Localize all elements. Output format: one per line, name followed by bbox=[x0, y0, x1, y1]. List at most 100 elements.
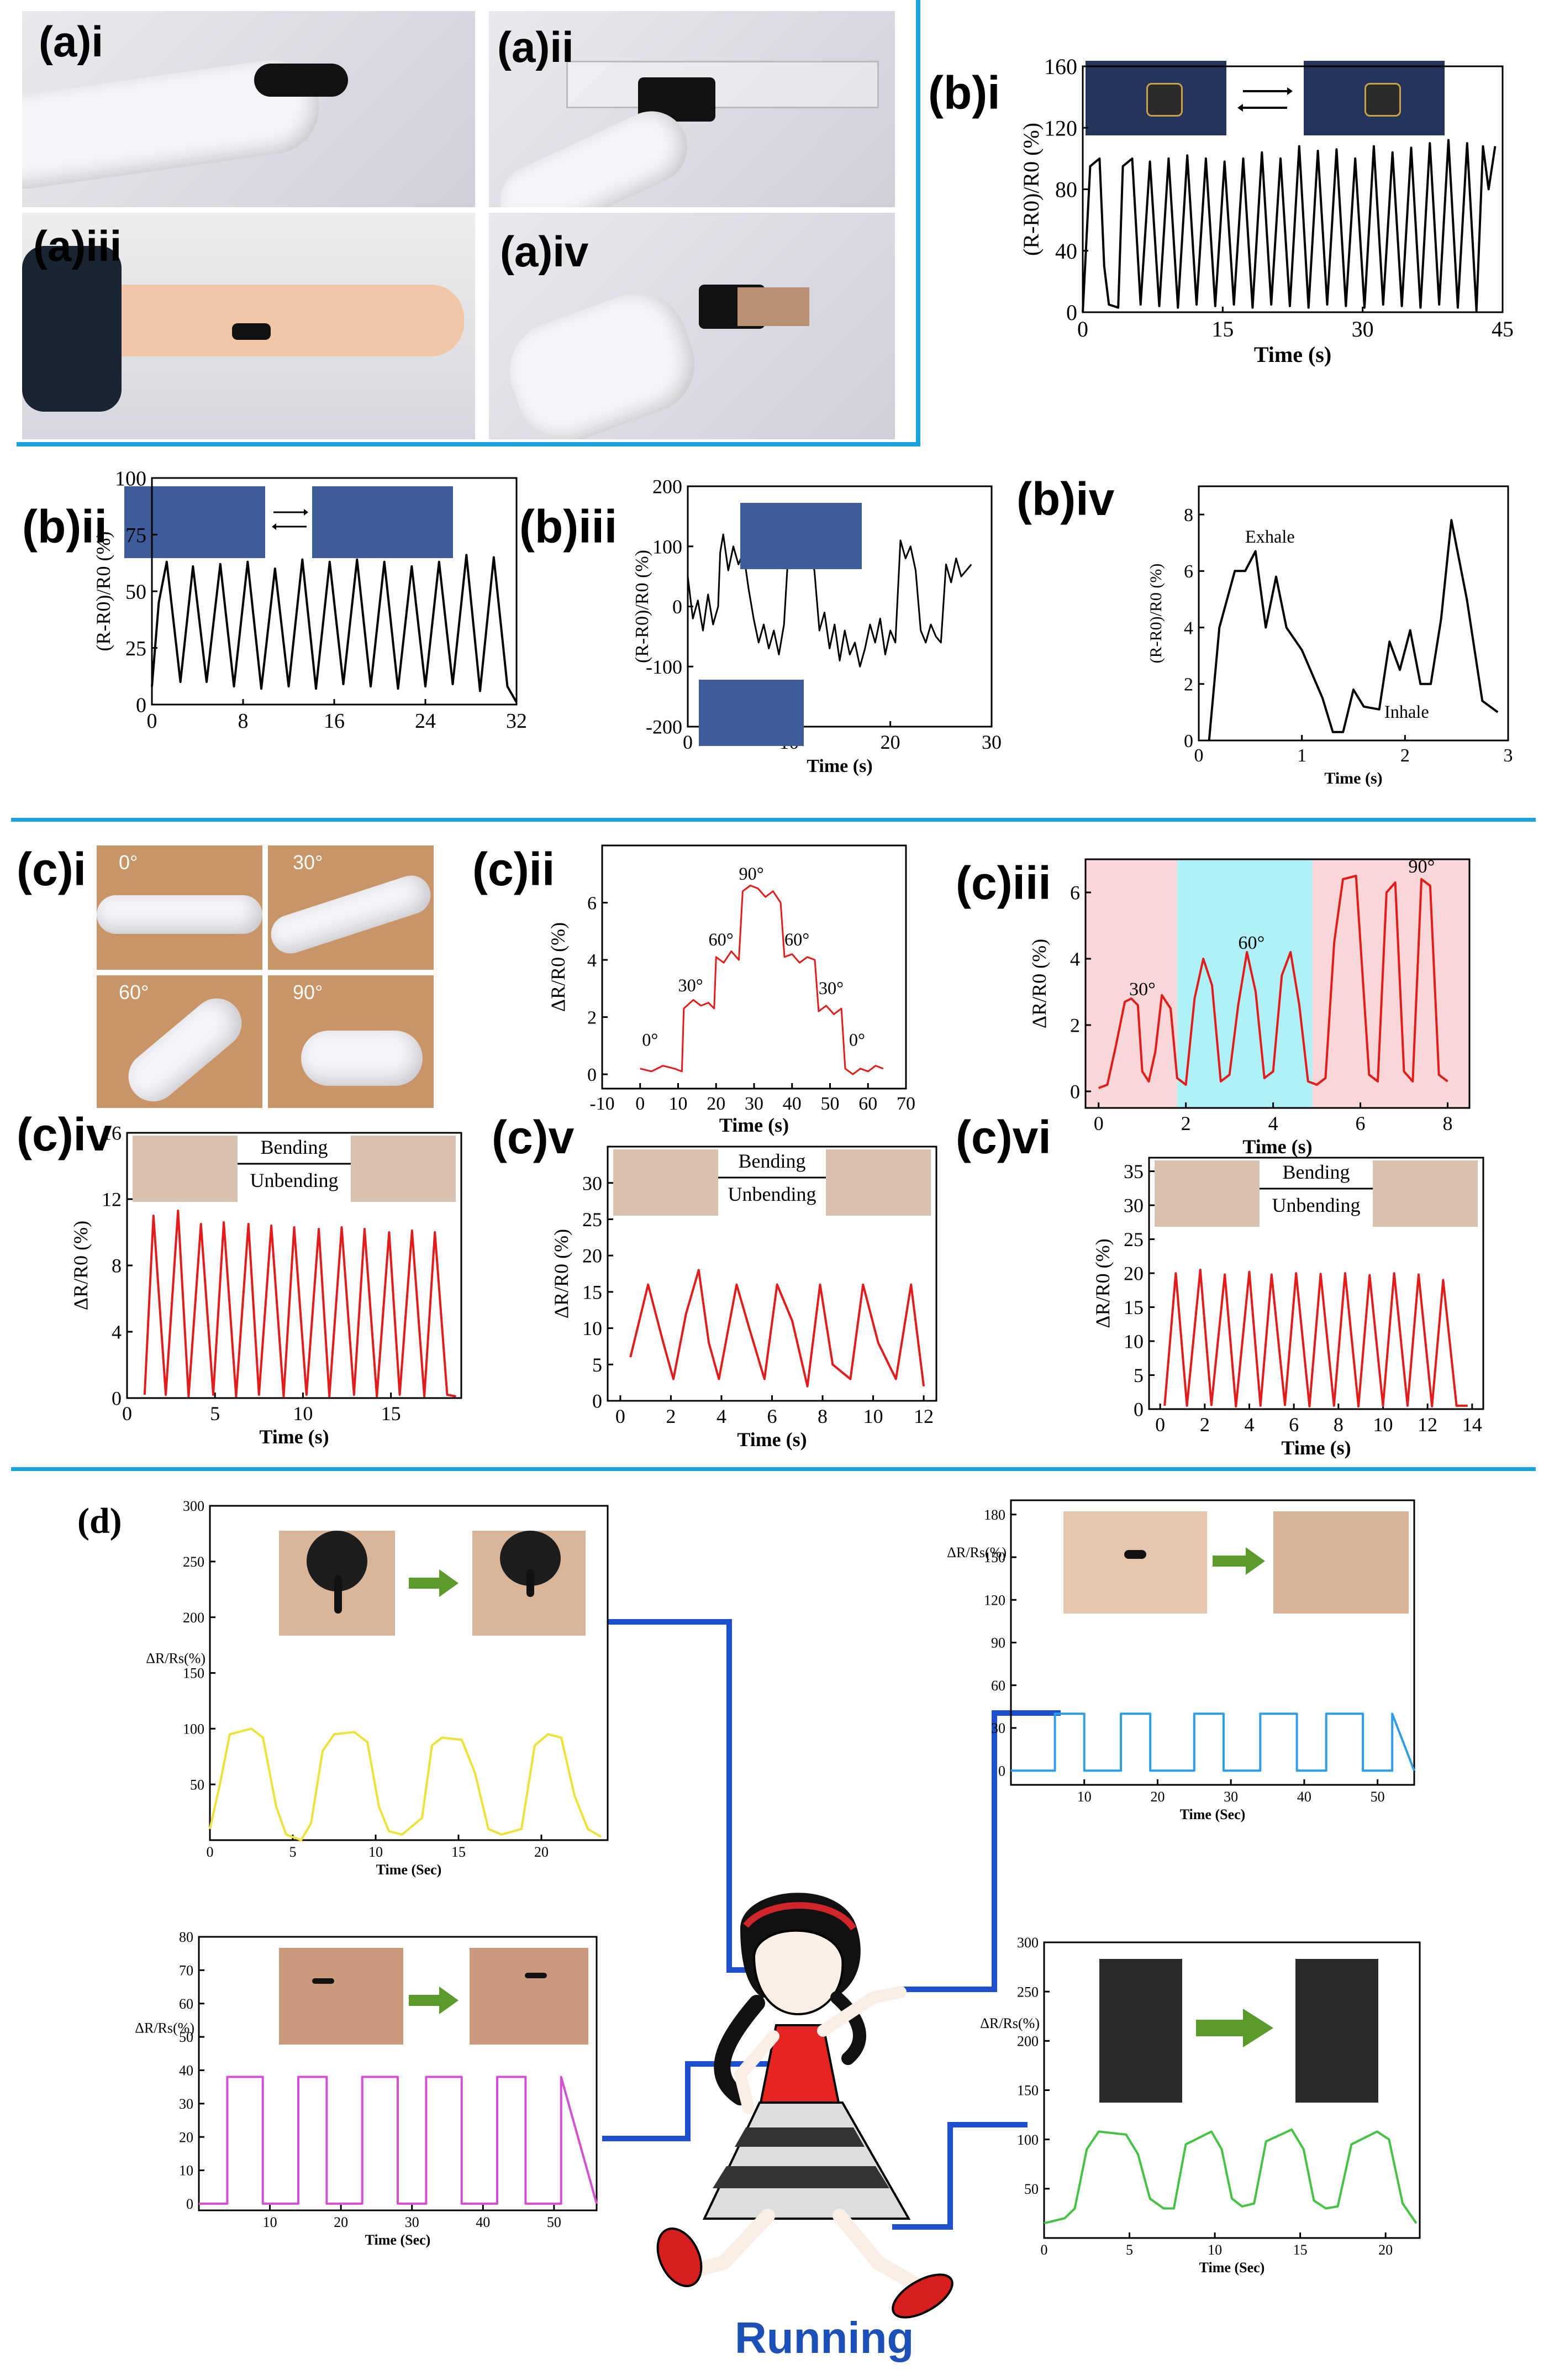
x-axis-label: Time (s) bbox=[259, 1426, 329, 1448]
x-tick-label: 20 bbox=[334, 2214, 348, 2230]
label-biii: (b)iii bbox=[519, 501, 618, 553]
x-tick-label: 20 bbox=[1378, 2242, 1393, 2258]
x-tick-label: 45 bbox=[1492, 317, 1514, 341]
label-ciii: (c)iii bbox=[956, 857, 1051, 909]
photo-d4-leg-1 bbox=[1099, 1959, 1182, 2103]
x-tick-label: 32 bbox=[506, 710, 527, 733]
x-tick-label: 10 bbox=[293, 1402, 313, 1425]
photo-d3-wrist-2 bbox=[470, 1948, 588, 2045]
x-tick-label: 2 bbox=[1400, 745, 1410, 766]
band-60deg bbox=[1177, 859, 1313, 1108]
x-axis-label: Time (Sec) bbox=[1180, 1806, 1246, 1822]
series-line bbox=[1208, 519, 1499, 741]
label-cv: (c)v bbox=[492, 1111, 575, 1163]
y-tick-label: 12 bbox=[102, 1189, 122, 1211]
x-tick-label: 5 bbox=[289, 1844, 297, 1860]
x-tick-label: 2 bbox=[666, 1405, 676, 1427]
plot-frame bbox=[1084, 858, 1471, 1109]
band-30deg bbox=[1086, 859, 1177, 1108]
y-tick-label: 0 bbox=[1070, 1081, 1080, 1103]
x-axis-label: Time (Sec) bbox=[376, 1862, 442, 1878]
y-tick-label: 0 bbox=[592, 1390, 602, 1412]
inset-biii-2 bbox=[699, 680, 804, 746]
x-tick-label: 10 bbox=[669, 1094, 688, 1114]
series-line bbox=[199, 2076, 598, 2205]
plot-frame bbox=[1148, 1157, 1484, 1410]
ci-angle-0: 0° bbox=[119, 851, 138, 874]
x-tick-label: 8 bbox=[1443, 1112, 1453, 1134]
x-axis-label: Time (s) bbox=[737, 1428, 807, 1451]
y-tick-label: 50 bbox=[1024, 2181, 1039, 2197]
separator-b-bottom bbox=[11, 818, 1536, 822]
series-line bbox=[1044, 2128, 1418, 2225]
x-tick-label: 15 bbox=[1211, 317, 1234, 341]
y-tick-label: 150 bbox=[183, 1666, 204, 1682]
label-d: (d) bbox=[77, 1501, 122, 1541]
label-biv: (b)iv bbox=[1016, 473, 1115, 525]
x-tick-label: 12 bbox=[914, 1405, 934, 1427]
y-tick-label: 20 bbox=[1124, 1263, 1144, 1285]
y-axis-label: ΔR/R0 (%) bbox=[550, 1229, 572, 1318]
annotation: 0° bbox=[642, 1029, 658, 1049]
y-tick-label: 0 bbox=[1134, 1399, 1144, 1421]
y-tick-label: 30 bbox=[991, 1720, 1005, 1736]
x-tick-label: 0 bbox=[1094, 1112, 1104, 1134]
separator-c-bottom bbox=[11, 1467, 1536, 1471]
photo-d2-arm-2 bbox=[1273, 1511, 1409, 1614]
y-tick-label: 35 bbox=[1124, 1160, 1144, 1183]
inset-bi-1 bbox=[1086, 61, 1226, 135]
annotation: 30° bbox=[1129, 979, 1156, 1000]
annotation: 0° bbox=[849, 1029, 865, 1049]
y-tick-label: -200 bbox=[646, 716, 682, 738]
y-tick-label: 0 bbox=[672, 596, 682, 618]
y-axis-label: (R-R0)/R0 (%) bbox=[92, 532, 114, 652]
annotation-unbending: Unbending bbox=[728, 1183, 816, 1205]
separator-a-right bbox=[916, 0, 920, 446]
y-tick-label: 4 bbox=[1184, 618, 1193, 638]
series-line bbox=[640, 885, 884, 1075]
inset-photo bbox=[351, 1136, 456, 1202]
inset-photo bbox=[826, 1149, 931, 1216]
y-tick-label: 0 bbox=[587, 1065, 597, 1085]
inset-photo bbox=[133, 1136, 238, 1202]
y-tick-label: 100 bbox=[1017, 2132, 1039, 2148]
series-line bbox=[629, 1269, 925, 1388]
x-tick-label: 15 bbox=[1293, 2242, 1308, 2258]
x-tick-label: 10 bbox=[1077, 1789, 1092, 1805]
label-aiii: (a)iii bbox=[33, 222, 122, 270]
annotation: 60° bbox=[1238, 933, 1265, 953]
x-tick-label: 0 bbox=[122, 1402, 132, 1425]
x-tick-label: 14 bbox=[1462, 1414, 1482, 1436]
y-tick-label: 4 bbox=[1070, 948, 1080, 970]
y-tick-label: 30 bbox=[1124, 1195, 1144, 1217]
y-tick-label: 16 bbox=[102, 1122, 122, 1144]
photo-aii bbox=[489, 11, 895, 207]
y-tick-label: 2 bbox=[1070, 1015, 1080, 1037]
series-line bbox=[1011, 1712, 1415, 1772]
x-axis-label: Time (s) bbox=[719, 1114, 789, 1136]
y-tick-label: 60 bbox=[179, 1996, 193, 2012]
annotation-bending: Bending bbox=[261, 1136, 328, 1158]
x-tick-label: 0 bbox=[147, 710, 157, 733]
y-tick-label: 30 bbox=[179, 2096, 193, 2112]
inset-bi-2 bbox=[1304, 61, 1445, 135]
x-tick-label: 0 bbox=[615, 1405, 625, 1427]
x-tick-label: 40 bbox=[783, 1094, 802, 1114]
annotation-unbending: Unbending bbox=[250, 1169, 339, 1191]
y-axis-label: ΔR/Rs(%) bbox=[135, 2020, 194, 2036]
y-tick-label: 80 bbox=[179, 1929, 193, 1945]
y-tick-label: 50 bbox=[125, 580, 146, 603]
arrow-d1 bbox=[409, 1569, 459, 1597]
y-tick-label: 0 bbox=[186, 2196, 193, 2212]
arrows-bii bbox=[272, 509, 308, 530]
photo-ci-0 bbox=[97, 845, 262, 970]
x-axis-label: Time (Sec) bbox=[365, 2232, 431, 2248]
x-tick-label: 12 bbox=[1418, 1414, 1437, 1436]
x-tick-label: 5 bbox=[1126, 2242, 1133, 2258]
inset-bii-1 bbox=[124, 486, 265, 558]
